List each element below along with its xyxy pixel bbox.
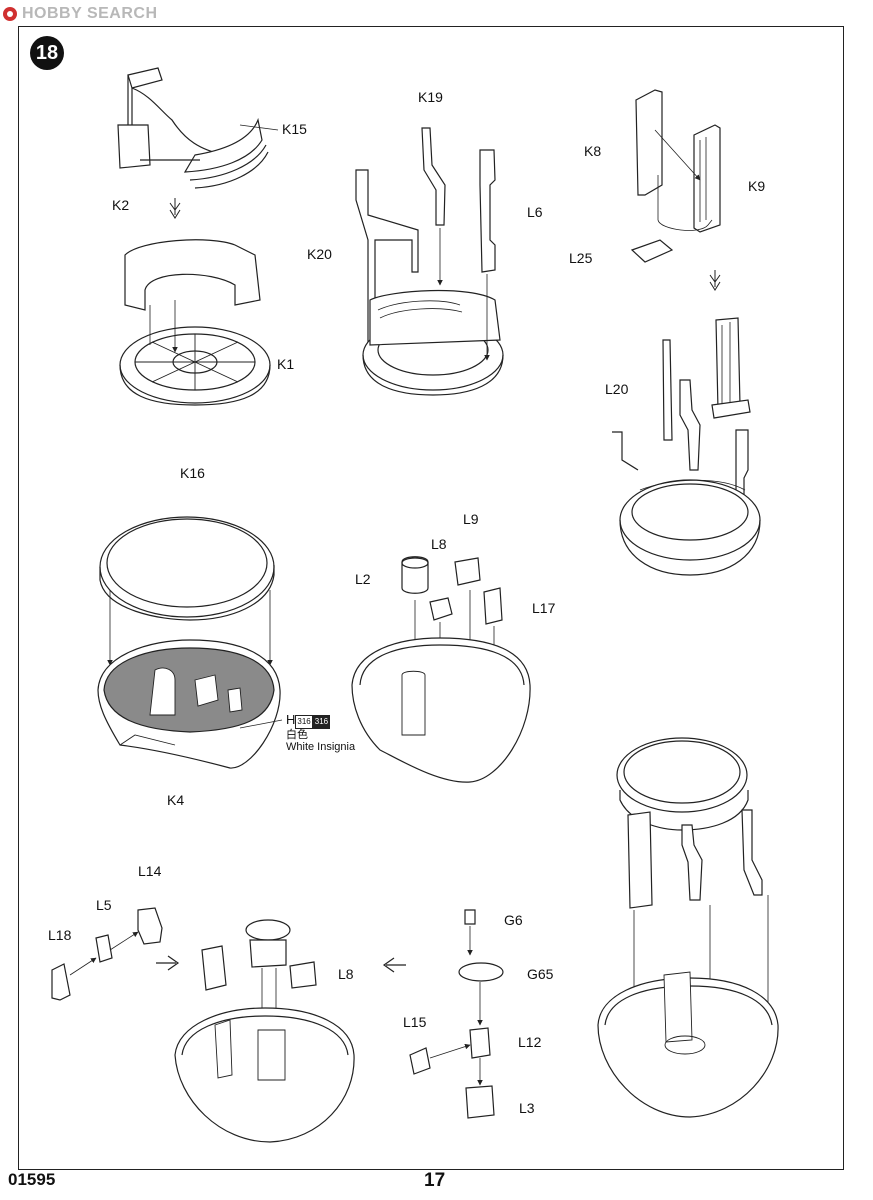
paint-name-cn: 白色 <box>286 729 308 741</box>
part-label-k8: K8 <box>584 143 602 159</box>
page-number: 17 <box>424 1170 446 1191</box>
part-label-k16: K16 <box>180 465 205 481</box>
part-label-k2: K2 <box>112 197 130 213</box>
assembly-k8-k9-l25 <box>630 89 721 263</box>
part-label-l6: L6 <box>527 204 543 220</box>
part-label-g65: G65 <box>527 966 554 982</box>
part-label-l8-lower: L8 <box>338 966 354 982</box>
part-label-l9: L9 <box>463 511 479 527</box>
page-frame <box>18 26 844 1170</box>
part-label-k4: K4 <box>167 792 185 808</box>
part-label-g6: G6 <box>504 912 523 928</box>
assembly-lower-dome <box>174 919 355 1143</box>
part-k1-base <box>119 239 271 406</box>
part-label-k1: K1 <box>277 356 295 372</box>
part-label-l18: L18 <box>48 927 72 943</box>
part-label-l3: L3 <box>519 1100 535 1116</box>
part-label-l14: L14 <box>138 863 162 879</box>
part-label-l12: L12 <box>518 1034 542 1050</box>
watermark: HOBBY SEARCH <box>2 3 158 25</box>
assembly-final <box>597 737 779 1118</box>
part-label-l25: L25 <box>569 250 593 266</box>
assembly-g6-g65-l12 <box>409 909 504 1119</box>
product-code: 01595 <box>8 1170 56 1189</box>
part-label-l20: L20 <box>605 381 629 397</box>
paint-name-en: White Insignia <box>286 741 356 753</box>
paint-chip-outline: 316 <box>295 715 313 729</box>
assembly-l20-result <box>612 317 761 576</box>
step-badge: 18 <box>30 36 64 70</box>
part-label-l15: L15 <box>403 1014 427 1030</box>
assembly-k16-k4 <box>97 516 283 769</box>
part-label-l5: L5 <box>96 897 112 913</box>
watermark-text: HOBBY SEARCH <box>22 5 158 22</box>
assembly-l14-l5-l18 <box>51 907 163 1001</box>
part-label-l17: L17 <box>532 600 556 616</box>
part-label-k19: K19 <box>418 89 443 105</box>
assembly-l2-l8-l9-l17 <box>351 556 531 783</box>
part-label-k20: K20 <box>307 246 332 262</box>
part-label-k15: K15 <box>282 121 307 137</box>
paint-chip-filled: 316 <box>312 715 331 729</box>
part-label-l2: L2 <box>355 571 371 587</box>
paint-code-letter: H <box>286 712 296 727</box>
assembly-k19-l6-k20 <box>355 127 504 396</box>
assembly-k15-k2 <box>117 67 279 189</box>
part-label-k9: K9 <box>748 178 766 194</box>
part-label-l8-upper: L8 <box>431 536 447 552</box>
hobby-search-logo-icon <box>3 7 17 21</box>
